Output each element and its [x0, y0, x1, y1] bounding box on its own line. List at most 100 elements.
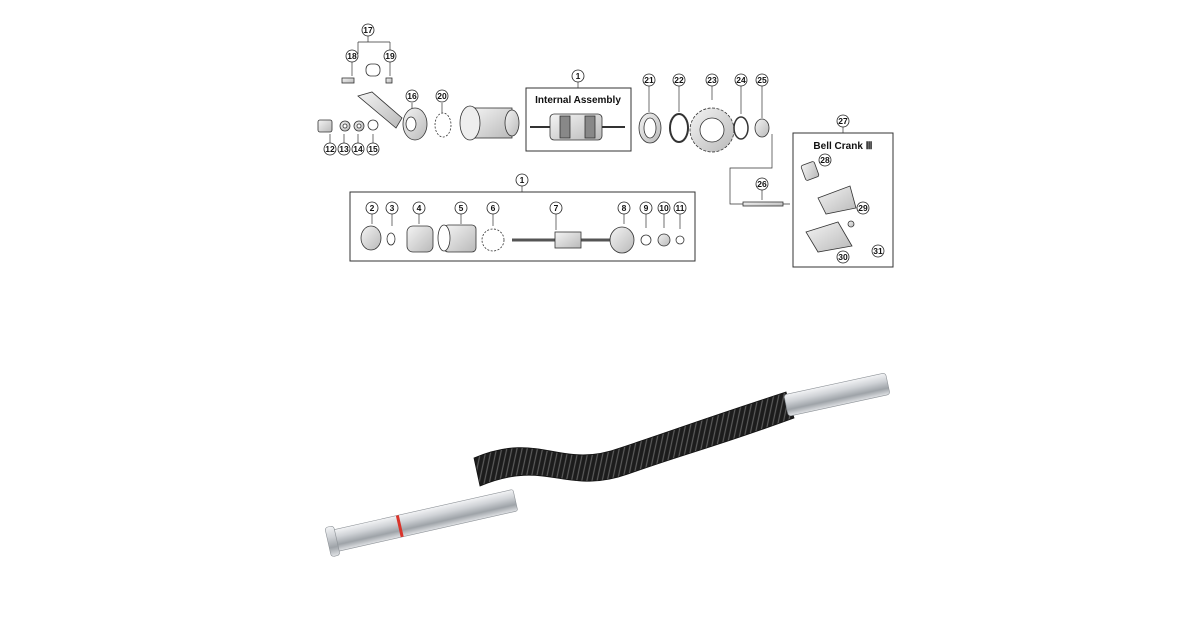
- callout-n22: 22: [672, 73, 686, 87]
- callout-number: 17: [363, 25, 373, 35]
- callout-number: 5: [459, 203, 464, 213]
- seal-ring-part: [669, 113, 689, 143]
- callout-number: 26: [757, 179, 767, 189]
- callout-number: 27: [838, 116, 848, 126]
- callout-number: 16: [407, 91, 417, 101]
- callout-n30: 30: [836, 250, 850, 264]
- bell-crank-cover-part: [805, 221, 853, 253]
- callout-n20: 20: [435, 89, 449, 103]
- callout-n2: 2: [365, 201, 379, 215]
- callout-circle: [673, 201, 687, 215]
- callout-n8: 8: [617, 201, 631, 215]
- callout-n25: 25: [755, 73, 769, 87]
- callout-number: 1: [520, 175, 525, 185]
- callout-number: 31: [873, 246, 883, 256]
- ball-retainer-part: [481, 228, 505, 252]
- callout-number: 19: [385, 51, 395, 61]
- bearing-part: [434, 112, 452, 138]
- callout-circle: [755, 73, 769, 87]
- dust-cap-small-part: [754, 118, 770, 138]
- callout-number: 28: [820, 155, 830, 165]
- callout-number: 9: [644, 203, 649, 213]
- callout-number: 11: [676, 203, 685, 213]
- ring-part: [367, 119, 379, 131]
- callout-n24: 24: [734, 73, 748, 87]
- callout-n17: 17: [361, 23, 375, 37]
- callout-circle: [755, 177, 769, 191]
- callout-circle: [705, 73, 719, 87]
- red-ring-mark: [395, 515, 404, 538]
- callout-circle: [617, 201, 631, 215]
- spring-section: [473, 391, 795, 487]
- callout-number: 25: [757, 75, 767, 85]
- callout-circle: [351, 142, 365, 156]
- callout-n14: 14: [351, 142, 365, 156]
- callout-circle: [361, 23, 375, 37]
- callout-n16: 16: [405, 89, 419, 103]
- bell-crank-label: Bell Crank Ⅲ: [813, 141, 872, 152]
- callout-number: 12: [325, 144, 335, 154]
- callout-circle: [836, 250, 850, 264]
- callout-number: 29: [858, 203, 868, 213]
- callout-n9: 9: [639, 201, 653, 215]
- nut-small-part: [675, 235, 685, 245]
- callout-n4: 4: [412, 201, 426, 215]
- callout-circle: [486, 201, 500, 215]
- callout-circle: [383, 49, 397, 63]
- internal-assembly-label: Internal Assembly: [535, 95, 621, 106]
- callout-number: 23: [707, 75, 717, 85]
- callout-n26: 26: [755, 177, 769, 191]
- callout-n18: 18: [345, 49, 359, 63]
- driver-part: [609, 226, 635, 254]
- callout-circle: [672, 73, 686, 87]
- callout-n27: 27: [836, 114, 850, 128]
- callout-number: 21: [644, 75, 654, 85]
- callout-circle: [734, 73, 748, 87]
- cone-small-part: [657, 233, 671, 247]
- callout-number: 7: [554, 203, 559, 213]
- diagram-parts: [317, 63, 857, 254]
- callout-number: 1: [576, 71, 581, 81]
- callout-circle: [412, 201, 426, 215]
- callout-circle: [549, 201, 563, 215]
- nut-part: [385, 77, 393, 84]
- callout-circle: [657, 201, 671, 215]
- callout-n28: 28: [818, 153, 832, 167]
- leader-lines: [329, 36, 844, 230]
- callout-circle: [435, 89, 449, 103]
- callout-n3: 3: [385, 201, 399, 215]
- callout-number: 22: [674, 75, 684, 85]
- component-box: [349, 191, 696, 262]
- callout-n7: 7: [549, 201, 563, 215]
- callout-n23: 23: [705, 73, 719, 87]
- snap-ring-part: [733, 116, 749, 140]
- callout-circle: [337, 142, 351, 156]
- callout-n1b: 1: [515, 173, 529, 187]
- rod-right-section: [784, 373, 890, 417]
- callout-circle: [639, 201, 653, 215]
- bell-crank-bolt-part: [800, 161, 820, 181]
- planet-cage-part: [360, 225, 382, 251]
- push-rod-photo: [325, 373, 890, 557]
- callout-circle: [818, 153, 832, 167]
- callout-circle: [642, 73, 656, 87]
- push-rod-part: [742, 201, 784, 207]
- rod-flange: [325, 525, 340, 557]
- callout-n11: 11: [673, 201, 687, 215]
- callout-number: 24: [736, 75, 746, 85]
- callout-circle: [871, 244, 885, 258]
- callout-number: 15: [368, 144, 378, 154]
- callout-number: 13: [339, 144, 349, 154]
- callout-circle: [385, 201, 399, 215]
- callout-circle: [365, 201, 379, 215]
- callout-circle: [366, 142, 380, 156]
- callout-circle: [323, 142, 337, 156]
- callout-n21: 21: [642, 73, 656, 87]
- callout-circle: [836, 114, 850, 128]
- lock-nut-part: [317, 119, 333, 133]
- callout-n13: 13: [337, 142, 351, 156]
- callout-circle: [515, 173, 529, 187]
- callout-number: 2: [370, 203, 375, 213]
